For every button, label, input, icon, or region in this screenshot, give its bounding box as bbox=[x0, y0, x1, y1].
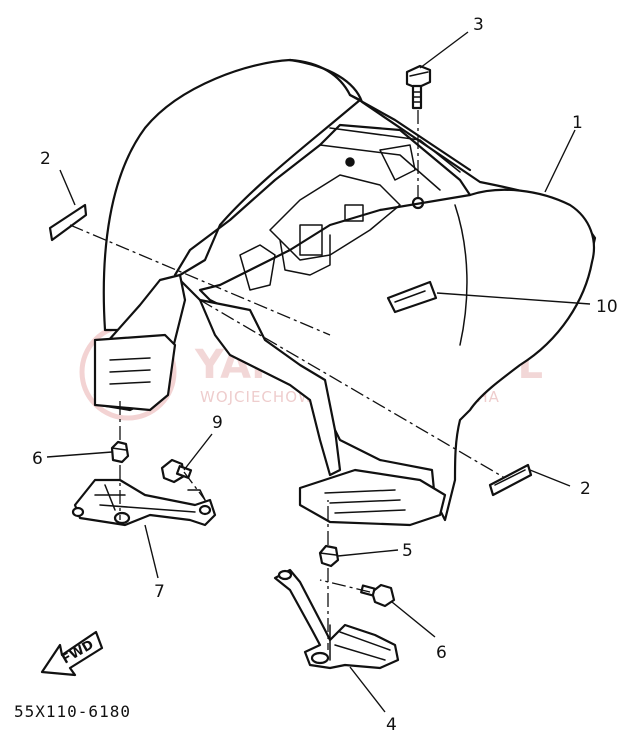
nut-6-left bbox=[110, 440, 130, 464]
callout-4: 4 bbox=[386, 715, 397, 735]
leader-lines bbox=[46, 31, 591, 713]
bolt-3 bbox=[405, 64, 432, 110]
callout-6-left: 6 bbox=[32, 449, 43, 469]
decal-right bbox=[488, 463, 533, 497]
callout-5: 5 bbox=[402, 541, 413, 561]
callout-1: 1 bbox=[572, 113, 583, 133]
bracket-7 bbox=[71, 478, 217, 527]
callout-7: 7 bbox=[154, 582, 165, 602]
callout-2-left: 2 bbox=[40, 149, 51, 169]
nut-5 bbox=[318, 544, 340, 568]
bolt-6-right bbox=[360, 583, 396, 608]
bolt-9 bbox=[160, 458, 193, 484]
assembly-lines bbox=[69, 110, 506, 650]
callout-10: 10 bbox=[596, 297, 618, 317]
callout-2-right: 2 bbox=[580, 479, 591, 499]
callout-9: 9 bbox=[212, 413, 223, 433]
fwd-arrow-icon: FWD bbox=[40, 630, 104, 677]
callout-3: 3 bbox=[473, 15, 484, 35]
rear-fender bbox=[93, 58, 597, 527]
callout-6-right: 6 bbox=[436, 643, 447, 663]
bracket-4 bbox=[273, 568, 400, 670]
decal-left bbox=[48, 203, 88, 242]
label-10 bbox=[386, 280, 438, 314]
part-code: 55X110-6180 bbox=[14, 702, 131, 721]
